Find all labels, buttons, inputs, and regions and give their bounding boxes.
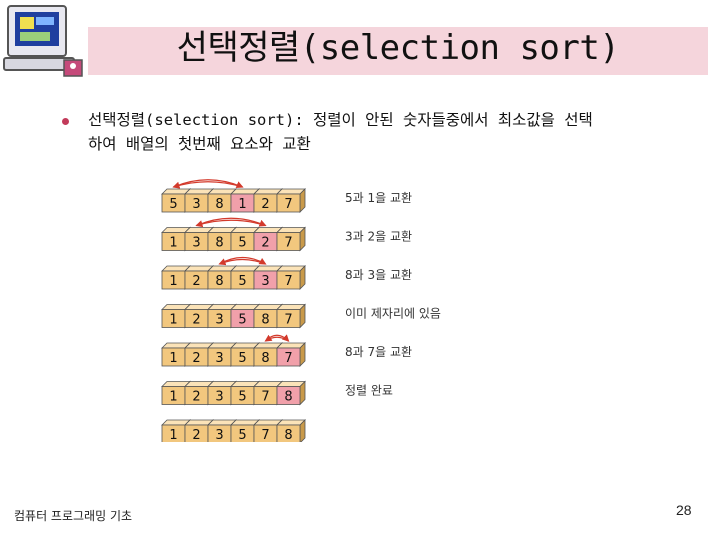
array-cell-value: 8 bbox=[215, 197, 223, 212]
array-cell bbox=[276, 232, 301, 251]
array-cell-value: 5 bbox=[238, 274, 246, 289]
array-cell bbox=[276, 309, 301, 328]
array-cell bbox=[276, 424, 301, 442]
swap-arrow-return bbox=[264, 334, 289, 342]
array-cell-value: 3 bbox=[215, 390, 223, 405]
array-cell-value: 1 bbox=[169, 313, 177, 328]
array-cell-value: 8 bbox=[215, 236, 223, 251]
slide-description: 선택정렬(selection sort): 정렬이 안된 숫자들중에서 최소값을… bbox=[88, 108, 708, 156]
array-cell-value: 5 bbox=[238, 236, 246, 251]
array-cell-value: 7 bbox=[261, 390, 269, 405]
array-cell-value: 2 bbox=[192, 351, 200, 366]
array-cell-value: 3 bbox=[261, 274, 269, 289]
array-cell-value: 2 bbox=[192, 428, 200, 442]
array-cell-value: 3 bbox=[215, 428, 223, 442]
array-cell bbox=[276, 270, 301, 290]
step-note: 8과 3을 교환 bbox=[345, 268, 412, 282]
array-cell-value: 1 bbox=[169, 390, 177, 405]
array-cell-value: 2 bbox=[192, 390, 200, 405]
page-number: 28 bbox=[676, 502, 692, 518]
array-cell-value: 2 bbox=[192, 313, 200, 328]
step-note: 8과 7을 교환 bbox=[345, 345, 412, 359]
array-cell-value: 3 bbox=[215, 313, 223, 328]
array-cell-value: 2 bbox=[261, 236, 269, 251]
bullet-dot bbox=[62, 118, 69, 125]
description-line-1: 선택정렬(selection sort): 정렬이 안된 숫자들중에서 최소값을… bbox=[88, 111, 593, 129]
array-cell-value: 8 bbox=[215, 274, 223, 289]
array-cell-value: 3 bbox=[192, 197, 200, 212]
array-cell-value: 5 bbox=[238, 351, 246, 366]
footer-course-name: 컴퓨터 프로그래밍 기초 bbox=[14, 509, 133, 523]
array-cell-value: 3 bbox=[192, 236, 200, 251]
step-note: 5과 1을 교환 bbox=[345, 191, 412, 205]
title-band bbox=[88, 27, 708, 75]
slide-title: 선택정렬(selection sort) bbox=[176, 28, 620, 68]
swap-arrow bbox=[196, 217, 267, 227]
array-cell bbox=[276, 347, 301, 367]
array-cell-value: 7 bbox=[284, 313, 292, 328]
step-note: 3과 2을 교환 bbox=[345, 230, 412, 244]
swap-arrow-return bbox=[195, 219, 266, 228]
array-cell-value: 8 bbox=[261, 351, 269, 366]
swap-arrow bbox=[173, 179, 244, 188]
array-cell-value: 1 bbox=[169, 274, 177, 289]
array-cell-value: 7 bbox=[261, 428, 269, 442]
array-cell-value: 1 bbox=[169, 236, 177, 251]
array-cell-value: 1 bbox=[169, 351, 177, 366]
array-cell-value: 5 bbox=[169, 197, 177, 212]
array-cell-value: 5 bbox=[238, 313, 246, 328]
array-cell-value: 1 bbox=[238, 197, 246, 212]
array-cell-value: 8 bbox=[284, 390, 292, 405]
array-cell-value: 5 bbox=[238, 428, 246, 442]
step-note: 이미 제자리에 있음 bbox=[345, 307, 441, 321]
step-note: 정렬 완료 bbox=[345, 384, 393, 398]
array-cell bbox=[276, 193, 301, 213]
array-cell-value: 2 bbox=[261, 197, 269, 212]
array-cell-value: 5 bbox=[238, 390, 246, 405]
array-cell-value: 8 bbox=[261, 313, 269, 328]
array-cell-value: 8 bbox=[284, 428, 292, 442]
description-line-2: 하여 배열의 첫번째 요소와 교환 bbox=[88, 135, 311, 153]
array-cell-value: 3 bbox=[215, 351, 223, 366]
swap-arrow bbox=[219, 256, 267, 265]
array-cell bbox=[276, 386, 301, 405]
array-cell-value: 7 bbox=[284, 236, 292, 251]
array-cell-value: 7 bbox=[284, 197, 292, 212]
swap-arrow-return bbox=[172, 181, 243, 189]
swap-arrow bbox=[265, 334, 290, 342]
computer-clipart-logo bbox=[3, 5, 83, 77]
array-cell-value: 2 bbox=[192, 274, 200, 289]
array-cell-value: 7 bbox=[284, 274, 292, 289]
array-cell-value: 1 bbox=[169, 428, 177, 442]
swap-arrow-return bbox=[218, 258, 266, 266]
array-cell-value: 7 bbox=[284, 351, 292, 366]
sort-step-row: 1 2 3 5 7 8 bbox=[161, 419, 306, 442]
